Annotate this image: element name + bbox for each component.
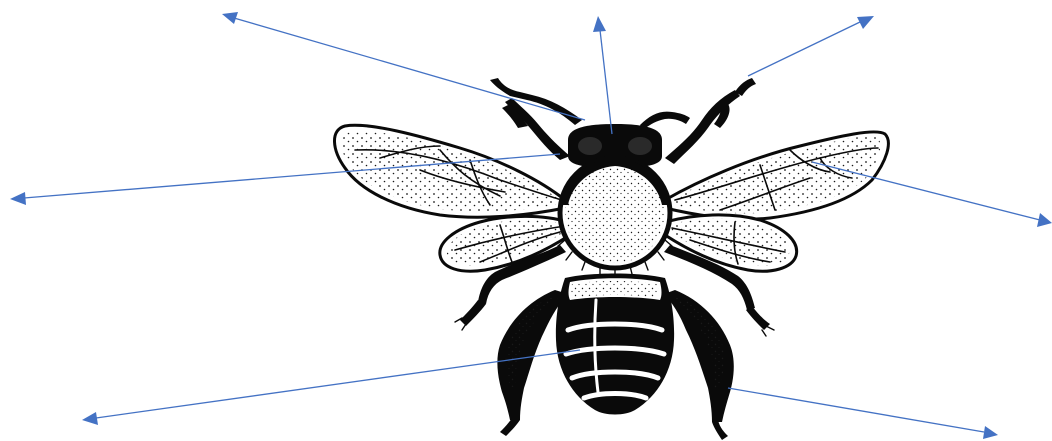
front-leg-right bbox=[665, 78, 756, 164]
hind-leg-right bbox=[664, 290, 734, 440]
hindwing-left bbox=[440, 216, 570, 271]
forewing-right bbox=[665, 132, 888, 219]
abdomen bbox=[556, 274, 674, 415]
hind-leg-pointer bbox=[728, 388, 998, 439]
head-pointer bbox=[593, 16, 612, 134]
forewing-left bbox=[334, 125, 565, 217]
antenna-left bbox=[490, 78, 582, 125]
antenna-right-pointer bbox=[748, 16, 874, 76]
antenna-left-pointer bbox=[222, 12, 585, 120]
hindwing-right bbox=[665, 215, 797, 271]
thorax bbox=[558, 158, 672, 276]
